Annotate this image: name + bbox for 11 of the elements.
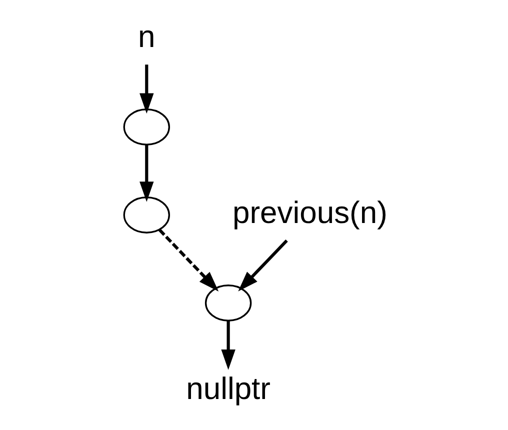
node-circle [123, 108, 170, 146]
node-text: n [138, 18, 156, 54]
arrow [221, 320, 236, 370]
arrow [140, 144, 154, 202]
node-circle [204, 284, 252, 322]
arrow [158, 228, 219, 292]
node-text: previous(n) [232, 194, 388, 230]
node-text: nullptr [186, 370, 270, 406]
arrow [140, 64, 154, 114]
arrow [238, 240, 288, 292]
node-circle [123, 196, 170, 234]
